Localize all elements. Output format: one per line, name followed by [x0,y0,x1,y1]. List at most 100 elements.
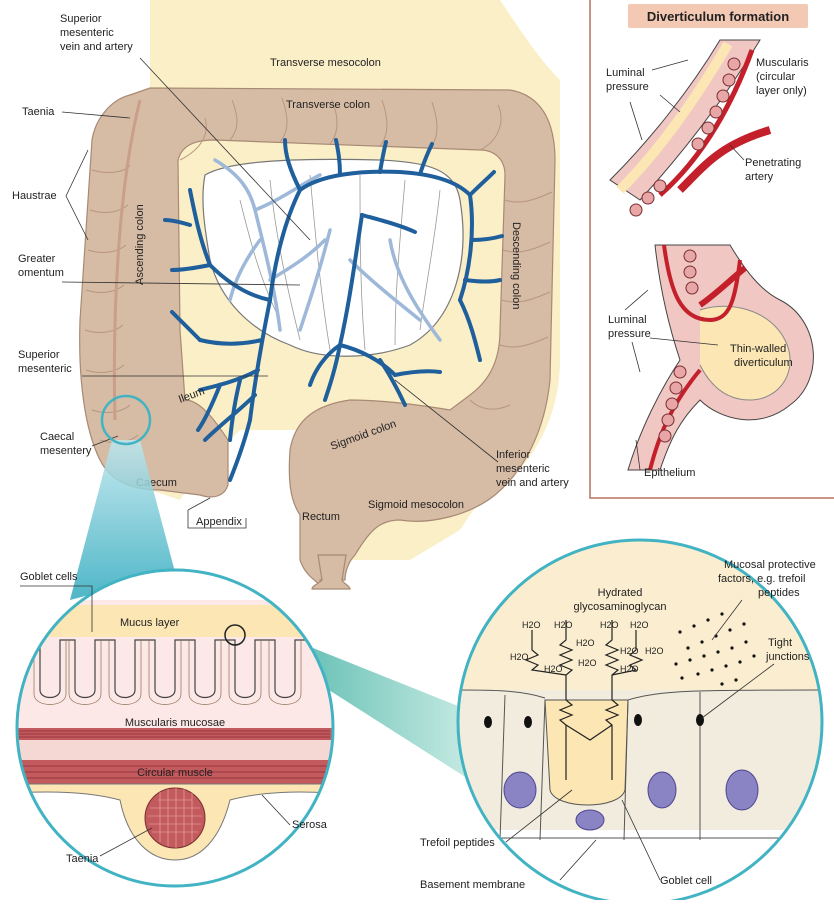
label-taenia: Taenia [22,106,131,119]
mucosa-detail-circle: H2O H2O H2O H2O H2O H2O H2O H2O H2O H2O … [456,538,824,905]
cell-nuclei [503,769,759,831]
leader-luminal-pressure-1 [629,59,689,141]
goblet-cell-text: Goblet cell [660,875,712,887]
mucosal-crypts [30,639,320,699]
h2o-4: H2O [630,620,649,630]
label-superior-mesenteric: Superior mesenteric [18,349,268,377]
diverticulum-title-bg [628,4,808,28]
label-greater-omentum-line2: omentum [18,267,64,279]
leader-luminal-pressure-2 [624,289,719,373]
muscularis-line3: layer only) [756,85,807,97]
rectum-stub [311,554,351,590]
luminal-pressure-2-line1: Luminal [608,314,647,326]
label-descending-colon: Descending colon [510,222,522,309]
label-mucus-layer: Mucus layer [120,617,180,629]
leader-caecal-mesentery [91,435,119,447]
superior-vessels-light [213,158,442,342]
label-taenia-text: Taenia [22,106,55,118]
label-goblet-cells: Goblet cells [20,571,93,632]
penetrating-artery-line2: artery [745,171,774,183]
thin-walled-line2: diverticulum [734,357,793,369]
goblet-cells-text: Goblet cells [20,571,78,583]
label-superior-vessels-line3: vein and artery [60,41,133,53]
label-superior-vessels-line1: Superior [60,13,102,25]
leader-basement-membrane [559,839,597,881]
label-muscularis-mucosae: Muscularis mucosae [125,717,225,729]
label-basement-membrane: Basement membrane [420,839,597,891]
protective-factor-dots [674,612,756,686]
label-superior-vessels-line2: mesenteric [60,27,114,39]
label-thin-walled: Thin-walled diverticulum [730,343,793,369]
leader-taenia-bottom [99,827,153,857]
leader-penetrating-artery [729,144,745,161]
glycan-chain [524,620,644,780]
muscularis-line2: (circular [756,71,795,83]
label-appendix-text: Appendix [196,516,242,528]
label-greater-omentum-line1: Greater [18,253,56,265]
label-inferior-vessels-line3: vein and artery [496,477,569,489]
h2o-1: H2O [522,620,541,630]
penetrating-artery-line1: Penetrating [745,157,801,169]
h2o-8: H2O [645,646,664,656]
taenia-bundle [144,787,206,849]
magnifier-circle [100,394,152,446]
h2o-7: H2O [620,646,639,656]
h2o-11: H2O [620,664,639,674]
h2o-9: H2O [544,664,563,674]
leader-greater-omentum [61,281,301,286]
label-superior-mesenteric-line2: mesenteric [18,363,72,375]
label-sigmoid-mesocolon: Sigmoid mesocolon [368,499,464,511]
luminal-pressure-1-line2: pressure [606,81,649,93]
leader-taenia [61,111,131,119]
mesenteric-vessels-dark [163,138,504,482]
leader-goblet-cells [20,585,93,632]
label-superior-mesenteric-line1: Superior [18,349,60,361]
label-caecal-mesentery-line1: Caecal [40,431,74,443]
label-haustrae-text: Haustrae [12,190,57,202]
label-luminal-pressure-2: Luminal pressure [608,289,719,373]
leader-superior-vessels [139,57,311,241]
leader-trefoil-peptides [505,789,573,843]
luminal-pressure-1-line1: Luminal [606,67,645,79]
label-greater-omentum: Greater omentum [18,253,301,286]
label-inferior-vessels-line1: Inferior [496,449,531,461]
label-caecal-mesentery: Caecal mesentery [40,431,119,457]
trefoil-peptides-text: Trefoil peptides [420,837,495,849]
luminal-pressure-2-line2: pressure [608,328,651,340]
h2o-2: H2O [554,620,573,630]
muscularis-line1: Muscularis [756,57,809,69]
label-tight-junctions: Tight junctions [701,637,810,719]
leader-protective-factors [711,599,743,641]
label-caecal-mesentery-line2: mesentery [40,445,92,457]
h2o-10: H2O [578,658,597,668]
label-luminal-pressure-1: Luminal pressure [606,59,689,141]
diverticulum-panel: Diverticulum formation Luminal pressure … [589,0,834,499]
label-circular-muscle: Circular muscle [137,767,213,779]
thin-walled-line1: Thin-walled [730,343,786,355]
protective-factors-line1: Mucosal protective [724,559,816,571]
label-appendix: Appendix [187,497,247,529]
label-superior-vessels: Superior mesenteric vein and artery [60,13,311,241]
label-glycosaminoglycan: Hydrated glycosaminoglycan [574,587,667,613]
h2o-3: H2O [600,620,619,630]
leader-inferior-vessels [394,379,499,463]
h2o-6: H2O [576,638,595,648]
water-labels: H2O H2O H2O H2O H2O H2O H2O H2O H2O H2O … [510,620,664,674]
taenia-strip [112,99,142,421]
label-transverse-mesocolon: Transverse mesocolon [270,57,381,69]
label-inferior-vessels: Inferior mesenteric vein and artery [394,379,569,489]
omentum-folds [239,174,441,351]
colon-main [79,0,560,590]
caecum-magnifier [70,394,175,600]
wall-section-upper [609,39,772,217]
label-epithelium: Epithelium [635,439,695,479]
callout-beam-left [70,440,175,600]
label-goblet-cell: Goblet cell [621,799,712,887]
leader-tight-junctions [701,663,775,719]
protective-factors-line3: peptides [758,587,800,599]
tight-junctions-line2: junctions [765,651,810,663]
taenia-bottom-text: Taenia [66,853,99,865]
label-transverse-colon: Transverse colon [286,99,370,111]
diverticulum-title: Diverticulum formation [647,9,789,24]
leader-goblet-cell [621,799,661,881]
